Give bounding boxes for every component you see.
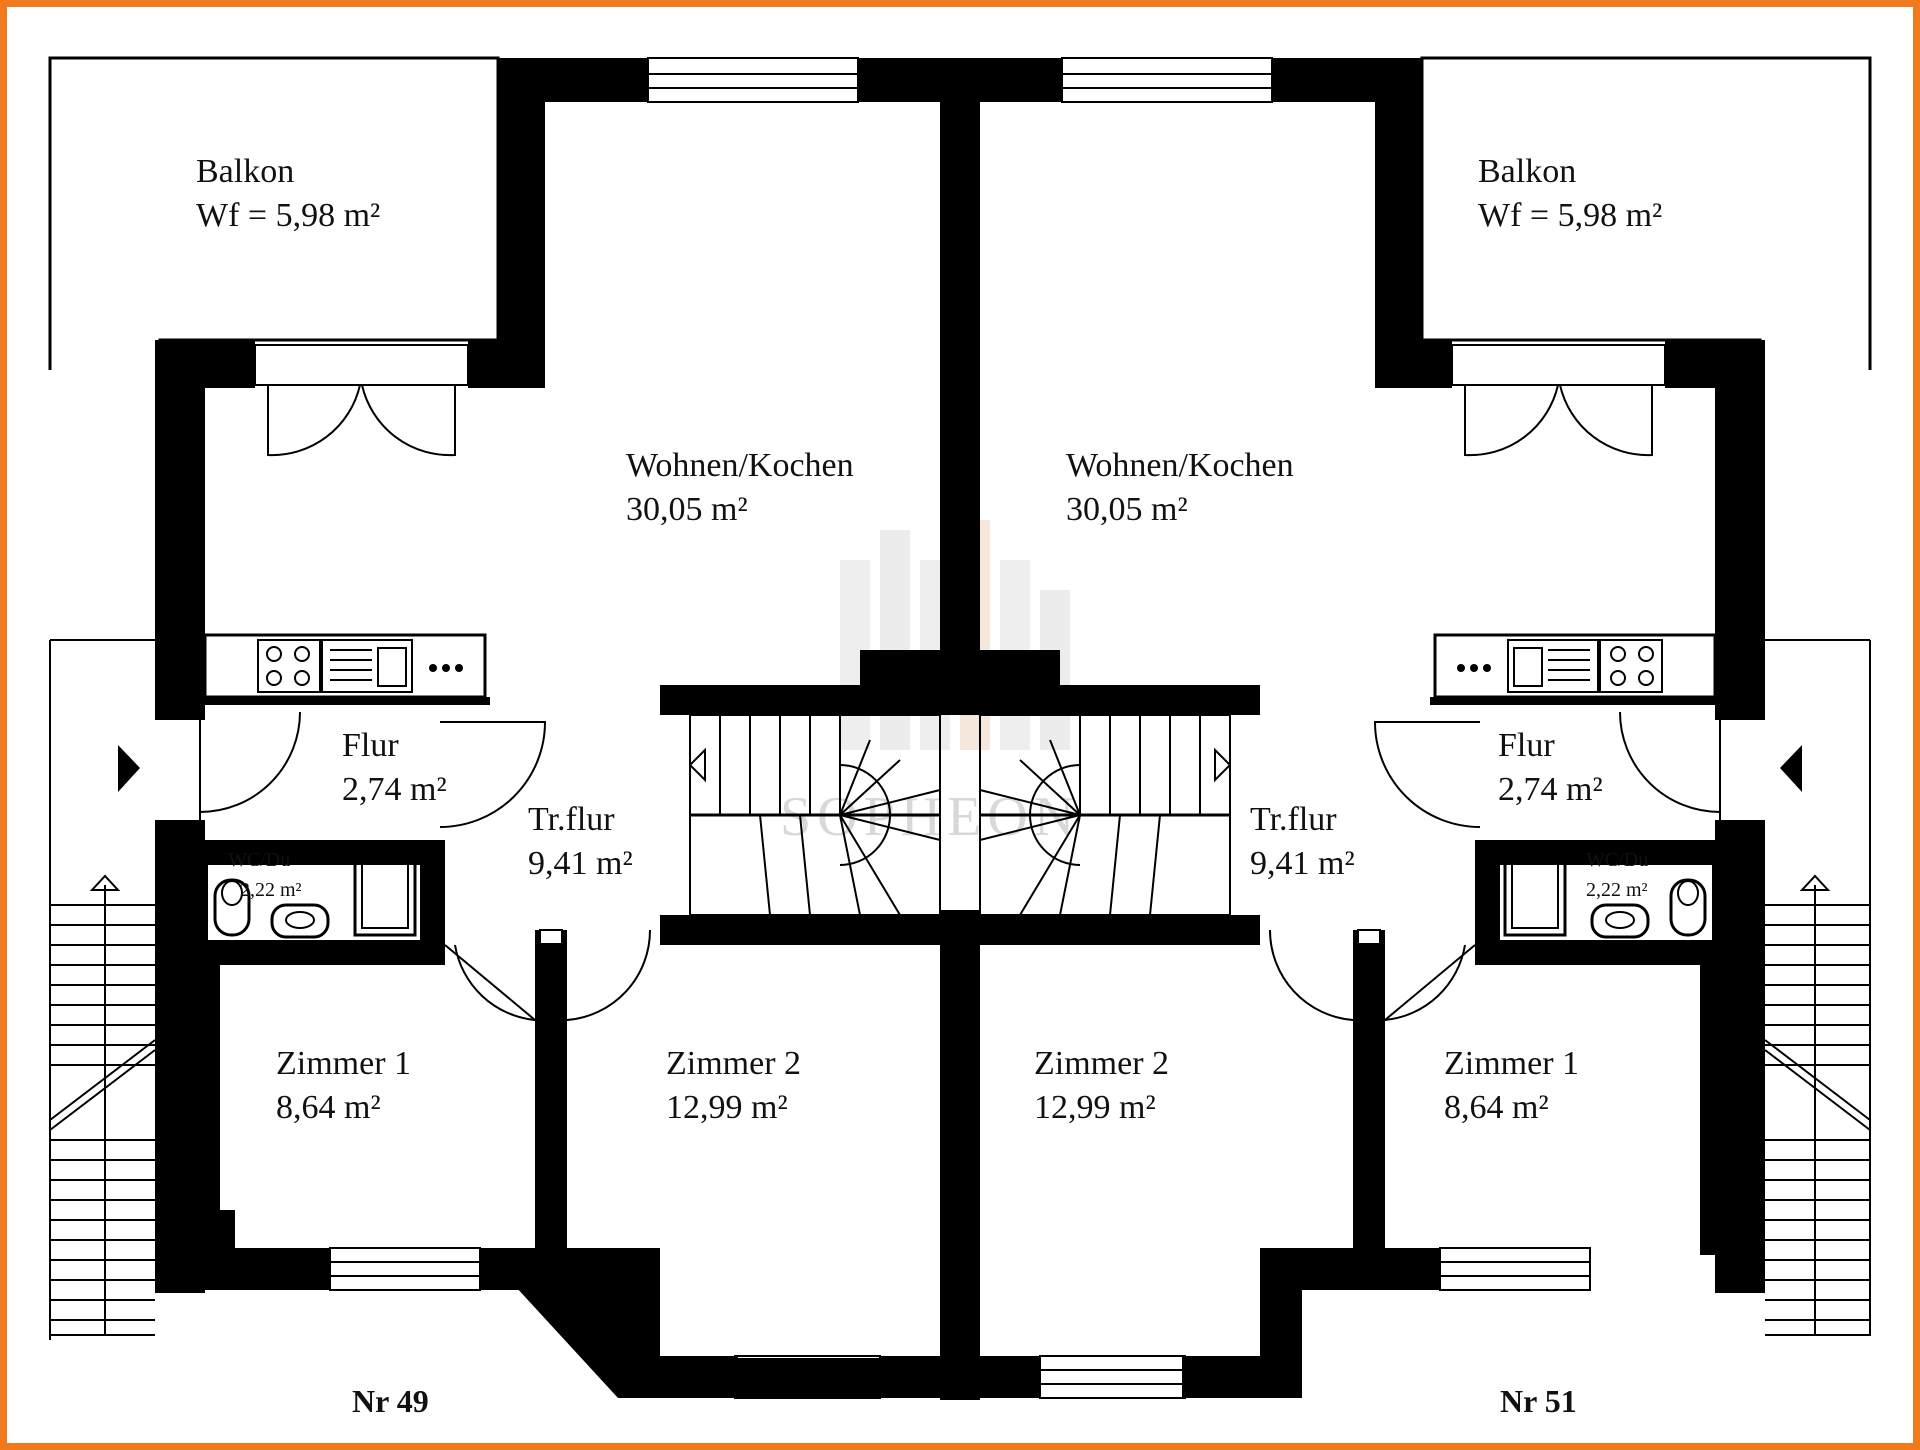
room-area-flur-right: 2,74 m²	[1498, 771, 1603, 808]
washbasin-icon	[270, 903, 330, 939]
room-area-trflur-right: 9,41 m²	[1250, 845, 1355, 882]
room-name-zimmer1-left: Zimmer 1	[276, 1045, 411, 1082]
sink-icon	[321, 639, 413, 693]
wc-left	[213, 843, 417, 939]
room-area-zimmer1-right: 8,64 m²	[1444, 1089, 1549, 1126]
room-area-wohnen-right: 30,05 m²	[1066, 491, 1188, 528]
door-swing	[566, 929, 652, 1021]
room-area-flur-left: 2,74 m²	[342, 771, 447, 808]
room-area-zimmer2-right: 12,99 m²	[1034, 1089, 1156, 1126]
room-name-wc-right: WC/Du	[1586, 849, 1648, 871]
stove-icon	[257, 639, 321, 693]
room-area-zimmer2-left: 12,99 m²	[666, 1089, 788, 1126]
room-name-wc-left: WC/Du	[228, 849, 290, 871]
window	[647, 57, 859, 103]
door-swing	[444, 944, 539, 1022]
house-number-right: Nr 51	[1500, 1383, 1577, 1419]
wall-segment	[660, 915, 965, 945]
room-name-wohnen-left: Wohnen/Kochen	[626, 447, 854, 484]
room-area-wc-right: 2,22 m²	[1586, 879, 1648, 901]
room-name-trflur-right: Tr.flur	[1250, 801, 1337, 838]
room-name-flur-left: Flur	[342, 727, 399, 764]
entrance-arrow-icon	[118, 745, 140, 792]
room-name-zimmer2-right: Zimmer 2	[1034, 1045, 1169, 1082]
kitchen-left	[203, 633, 490, 705]
room-name-balkon-left: Balkon	[196, 153, 294, 190]
room-area-wohnen-left: 30,05 m²	[626, 491, 748, 528]
house-number-left: Nr 49	[352, 1383, 429, 1419]
room-area-balkon-left: Wf = 5,98 m²	[196, 197, 380, 234]
room-name-zimmer2-left: Zimmer 2	[666, 1045, 801, 1082]
stairs-left	[688, 714, 941, 916]
wall-segment	[468, 58, 648, 388]
wall-segment	[535, 930, 567, 1260]
wall-segment	[155, 340, 255, 720]
door-swing	[439, 721, 547, 828]
wall-segment	[618, 1356, 738, 1398]
wall-segment	[660, 685, 965, 715]
room-area-zimmer1-left: 8,64 m²	[276, 1089, 381, 1126]
room-name-zimmer1-right: Zimmer 1	[1444, 1045, 1579, 1082]
room-area-wc-left: 2,22 m²	[240, 879, 302, 901]
room-area-trflur-left: 9,41 m²	[528, 845, 633, 882]
labels-right: Balkon Wf = 5,98 m² Wohnen/Kochen 30,05 …	[1034, 153, 1662, 1419]
unit-right	[872, 56, 1872, 1400]
balcony-door	[254, 344, 469, 386]
labels-left: Balkon Wf = 5,98 m² Wohnen/Kochen 30,05 …	[196, 153, 854, 1419]
window	[734, 1355, 881, 1399]
room-name-flur-right: Flur	[1498, 727, 1555, 764]
stair-arrow-icon	[89, 874, 121, 891]
room-name-trflur-left: Tr.flur	[528, 801, 615, 838]
exterior-stair-left	[49, 639, 156, 1340]
room-name-balkon-right: Balkon	[1478, 153, 1576, 190]
room-area-balkon-right: Wf = 5,98 m²	[1478, 197, 1662, 234]
toilet-icon	[213, 878, 251, 937]
stair-arrow-icon	[688, 747, 706, 783]
room-name-wohnen-right: Wohnen/Kochen	[1066, 447, 1294, 484]
door-swing	[199, 711, 301, 813]
window	[329, 1247, 481, 1291]
